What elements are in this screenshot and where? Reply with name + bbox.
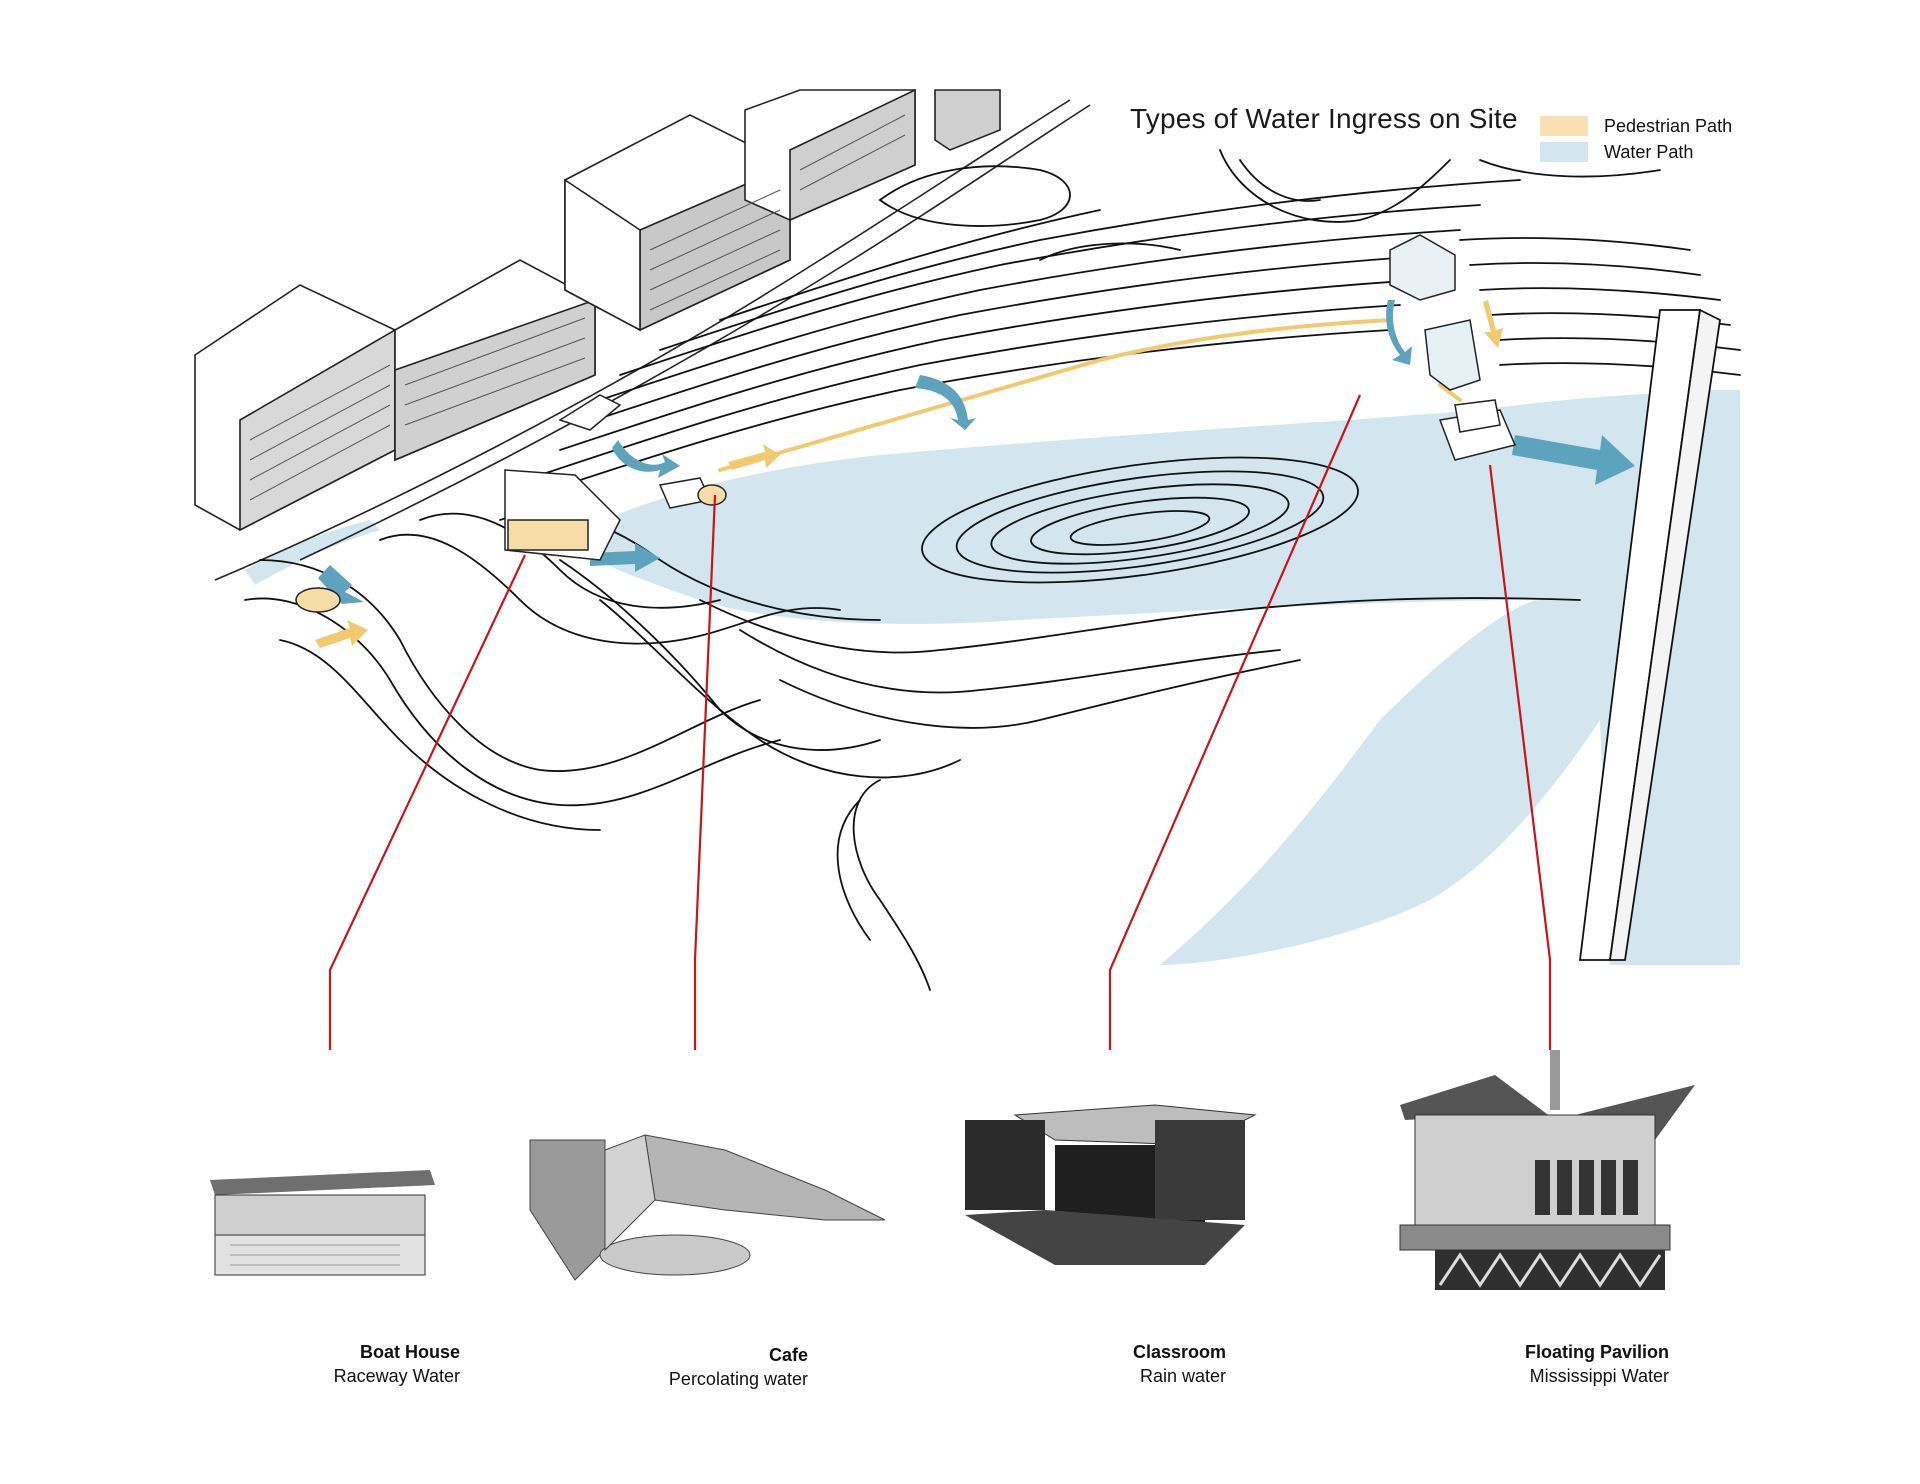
caption-boat-house: Boat House Raceway Water: [334, 1340, 460, 1388]
caption-cafe: Cafe Percolating water: [669, 1343, 808, 1391]
arrow-pavilion: [1512, 435, 1635, 485]
arrow-boathouse: [318, 565, 364, 604]
leader-boat-house: [328, 554, 526, 1050]
leader-lines: [328, 394, 1552, 1050]
legend-swatch-water: [1540, 142, 1588, 162]
city-buildings: [194, 88, 1001, 532]
site-name: Classroom: [1132, 1342, 1226, 1362]
arrow-classroom-curve: [915, 375, 976, 430]
water-type: Raceway Water: [333, 1366, 460, 1386]
cafe-model-image: [529, 1134, 886, 1281]
site-name: Cafe: [768, 1345, 808, 1365]
pedestrian-arrows: [315, 300, 1503, 648]
site-name: Boat House: [359, 1342, 460, 1362]
leader-cafe: [693, 494, 717, 1050]
floating-pavilion-model-image: [1399, 1050, 1695, 1290]
terrain-contours: [244, 149, 1741, 991]
legend-item-water: Water Path: [1540, 139, 1732, 165]
arrow-cafe-entry: [590, 543, 660, 572]
water-type: Percolating water: [668, 1369, 808, 1389]
boat-house-model-image: [210, 1170, 435, 1276]
legend: Pedestrian Path Water Path: [1540, 113, 1732, 165]
arrow-classroom-down: [1386, 300, 1412, 365]
caption-classroom: Classroom Rain water: [1133, 1340, 1226, 1388]
water-flow-arrows: [318, 300, 1635, 604]
street-edges: [214, 99, 1091, 581]
water-type: Mississippi Water: [1529, 1366, 1669, 1386]
legend-swatch-pedestrian: [1540, 116, 1588, 136]
site-name: Floating Pavilion: [1524, 1342, 1669, 1362]
legend-item-pedestrian: Pedestrian Path: [1540, 113, 1732, 139]
arrow-upper-curve: [612, 440, 680, 478]
caption-floating-pavilion: Floating Pavilion Mississippi Water: [1525, 1340, 1669, 1388]
site-structures: [295, 234, 1517, 613]
water-type: Rain water: [1139, 1366, 1226, 1386]
leader-classroom: [1108, 394, 1362, 1050]
classroom-model-image: [965, 1104, 1257, 1265]
diagram-title: Types of Water Ingress on Site: [1130, 103, 1518, 134]
leader-floating-pavilion: [1488, 464, 1552, 1050]
legend-label-pedestrian: Pedestrian Path: [1604, 115, 1733, 136]
legend-label-water: Water Path: [1604, 141, 1694, 162]
